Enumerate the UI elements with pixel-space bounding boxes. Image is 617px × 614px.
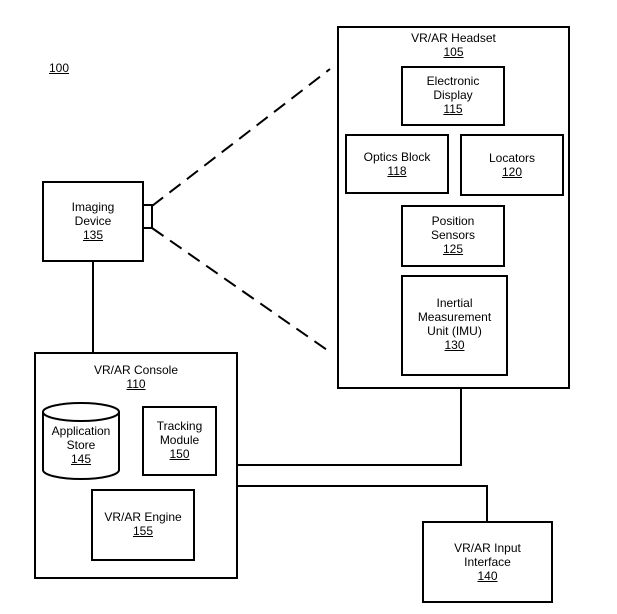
headset-label: VR/AR Headset 105	[337, 31, 570, 59]
engine-title: VR/AR Engine	[104, 510, 182, 524]
position-sensors-label: Position Sensors 125	[401, 214, 505, 256]
optics-block-number: 118	[387, 164, 407, 178]
imaging-device-number: 135	[82, 228, 104, 242]
imu-box	[401, 275, 508, 376]
imu-line1: Inertial	[436, 296, 473, 310]
imu-number: 130	[444, 338, 465, 352]
dashed-line-top	[151, 68, 331, 207]
application-store-label: Application Store 145	[43, 424, 119, 466]
tracking-module-number: 150	[169, 447, 190, 461]
tracking-module-label: Tracking Module 150	[142, 419, 217, 461]
position-sensors-line1: Position	[431, 214, 475, 228]
position-sensors-box	[401, 205, 505, 267]
electronic-display-box	[401, 66, 505, 126]
console-number: 110	[126, 377, 146, 391]
locators-number: 120	[501, 165, 523, 179]
imu-line2: Measurement	[417, 310, 492, 324]
tracking-module-line2: Module	[159, 433, 200, 447]
headset-number: 105	[443, 45, 464, 59]
input-interface-label: VR/AR Input Interface 140	[422, 541, 553, 583]
electronic-display-line2: Display	[433, 88, 473, 102]
imu-label: Inertial Measurement Unit (IMU) 130	[401, 296, 508, 352]
console-title: VR/AR Console	[93, 363, 179, 377]
optics-block-label: Optics Block 118	[345, 150, 449, 178]
position-sensors-number: 125	[442, 242, 464, 256]
application-store-number: 145	[70, 452, 92, 466]
electronic-display-number: 115	[443, 102, 463, 116]
locators-label: Locators 120	[460, 151, 564, 179]
application-store-line2: Store	[66, 438, 96, 452]
imaging-device-lens	[142, 204, 153, 229]
locators-title: Locators	[488, 151, 536, 165]
vr-ar-engine-box	[91, 489, 195, 561]
optics-block-box	[345, 134, 449, 194]
vr-ar-console-box	[34, 352, 238, 579]
vr-ar-input-interface-box	[422, 521, 553, 603]
console-label: VR/AR Console 110	[34, 363, 238, 391]
dashed-line-bottom	[151, 227, 331, 353]
headset-title: VR/AR Headset	[411, 31, 496, 45]
locators-box	[460, 134, 564, 196]
input-interface-line2: Interface	[464, 555, 511, 569]
application-store-line1: Application	[51, 424, 111, 438]
tracking-module-line1: Tracking	[156, 419, 203, 433]
imaging-device-line2: Device	[74, 214, 112, 228]
electronic-display-label: Electronic Display 115	[401, 74, 505, 116]
imu-line3: Unit (IMU)	[427, 324, 482, 338]
input-interface-number: 140	[477, 569, 498, 583]
figure-ref-number: 100	[49, 61, 70, 75]
imaging-device-label: Imaging Device 135	[42, 200, 144, 242]
tracking-module-box	[142, 406, 217, 476]
application-store-cylinder	[42, 402, 120, 480]
imaging-device-line1: Imaging	[71, 200, 115, 214]
optics-block-title: Optics Block	[363, 150, 431, 164]
engine-label: VR/AR Engine 155	[91, 510, 195, 538]
engine-number: 155	[132, 524, 154, 538]
position-sensors-line2: Sensors	[430, 228, 476, 242]
electronic-display-line1: Electronic	[426, 74, 480, 88]
input-interface-line1: VR/AR Input	[454, 541, 521, 555]
